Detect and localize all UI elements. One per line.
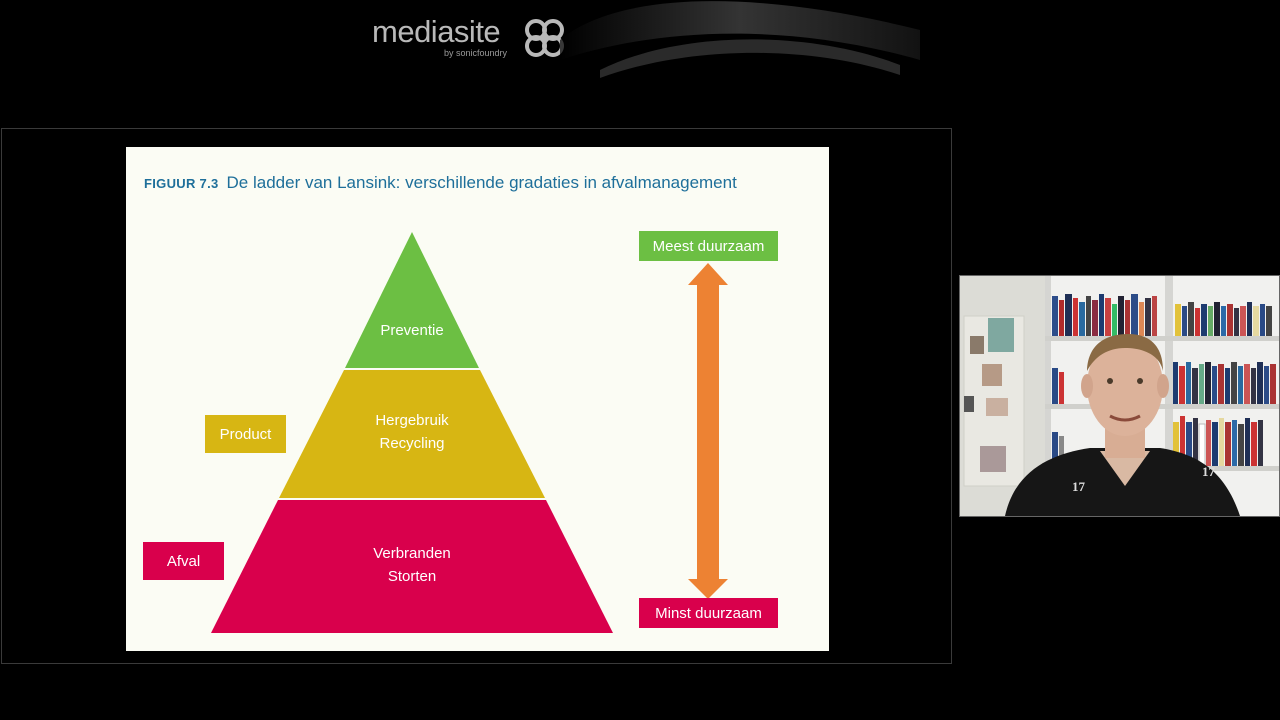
slide-viewer[interactable]: FIGUUR 7.3 De ladder van Lansink: verschi… xyxy=(1,128,952,664)
tag-minst-duurzaam: Minst duurzaam xyxy=(639,598,778,628)
tag-afval: Afval xyxy=(143,542,224,580)
pyramid-label-recycling: Recycling xyxy=(379,435,445,452)
figure-caption: De ladder van Lansink: verschillende gra… xyxy=(226,173,737,192)
mediasite-swirl-icon xyxy=(525,19,564,57)
presenter-webcam-video[interactable]: 17 17 xyxy=(959,275,1280,517)
figure-label: FIGUUR 7.3 xyxy=(144,176,219,191)
presenter-head xyxy=(1087,336,1163,436)
lansink-ladder-pyramid xyxy=(211,232,728,633)
pyramid-label-storten: Storten xyxy=(387,568,437,585)
figure-title: FIGUUR 7.3 De ladder van Lansink: verschi… xyxy=(144,173,737,193)
pyramid-top-green xyxy=(345,232,479,368)
pyramid-middle-yellow xyxy=(279,370,545,498)
pyramid-label-verbranden: Verbranden xyxy=(373,545,451,562)
presenter-video-frame: 17 17 xyxy=(960,276,1279,516)
header-swoosh-decoration xyxy=(560,1,920,78)
shirt-number-right: 17 xyxy=(1202,464,1216,479)
pyramid-label-hergebruik: Hergebruik xyxy=(375,412,449,429)
shirt-number-left: 17 xyxy=(1072,479,1086,494)
double-arrow-icon xyxy=(688,263,728,599)
tag-meest-duurzaam: Meest duurzaam xyxy=(639,231,778,261)
pyramid-bottom-red xyxy=(211,500,613,633)
slide-content: FIGUUR 7.3 De ladder van Lansink: verschi… xyxy=(126,147,829,651)
pyramid-label-preventie: Preventie xyxy=(380,322,444,339)
tag-product: Product xyxy=(205,415,286,453)
brand-name: mediasite xyxy=(372,14,501,49)
brand-subtitle: by sonicfoundry xyxy=(444,48,508,58)
